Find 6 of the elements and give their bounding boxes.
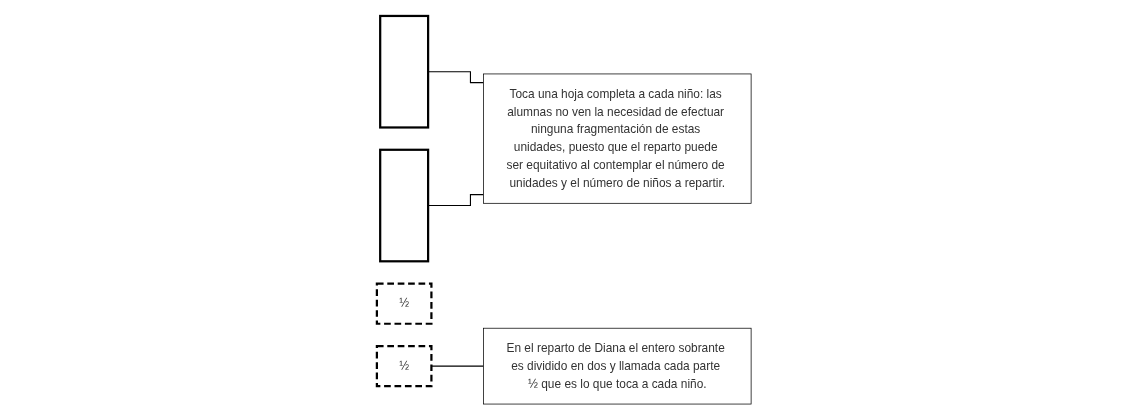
node-box — [379, 148, 430, 262]
node-box: ½ — [375, 344, 433, 387]
node-box: Toca una hoja completa a cada niño: las alumnas no ven la necesidad de efectuar ninguna fragmentación de estas unidades, puesto que el reparto puede ser equitativo al contemplar el número de unidades y el número de niños a repartir. — [483, 73, 752, 204]
node-box: En el reparto de Diana el entero sobrante es dividido en dos y llamada cada parte ½ que es lo que toca a cada niño. — [483, 327, 752, 404]
node-box: ½ — [375, 282, 433, 325]
node-box — [379, 14, 430, 129]
